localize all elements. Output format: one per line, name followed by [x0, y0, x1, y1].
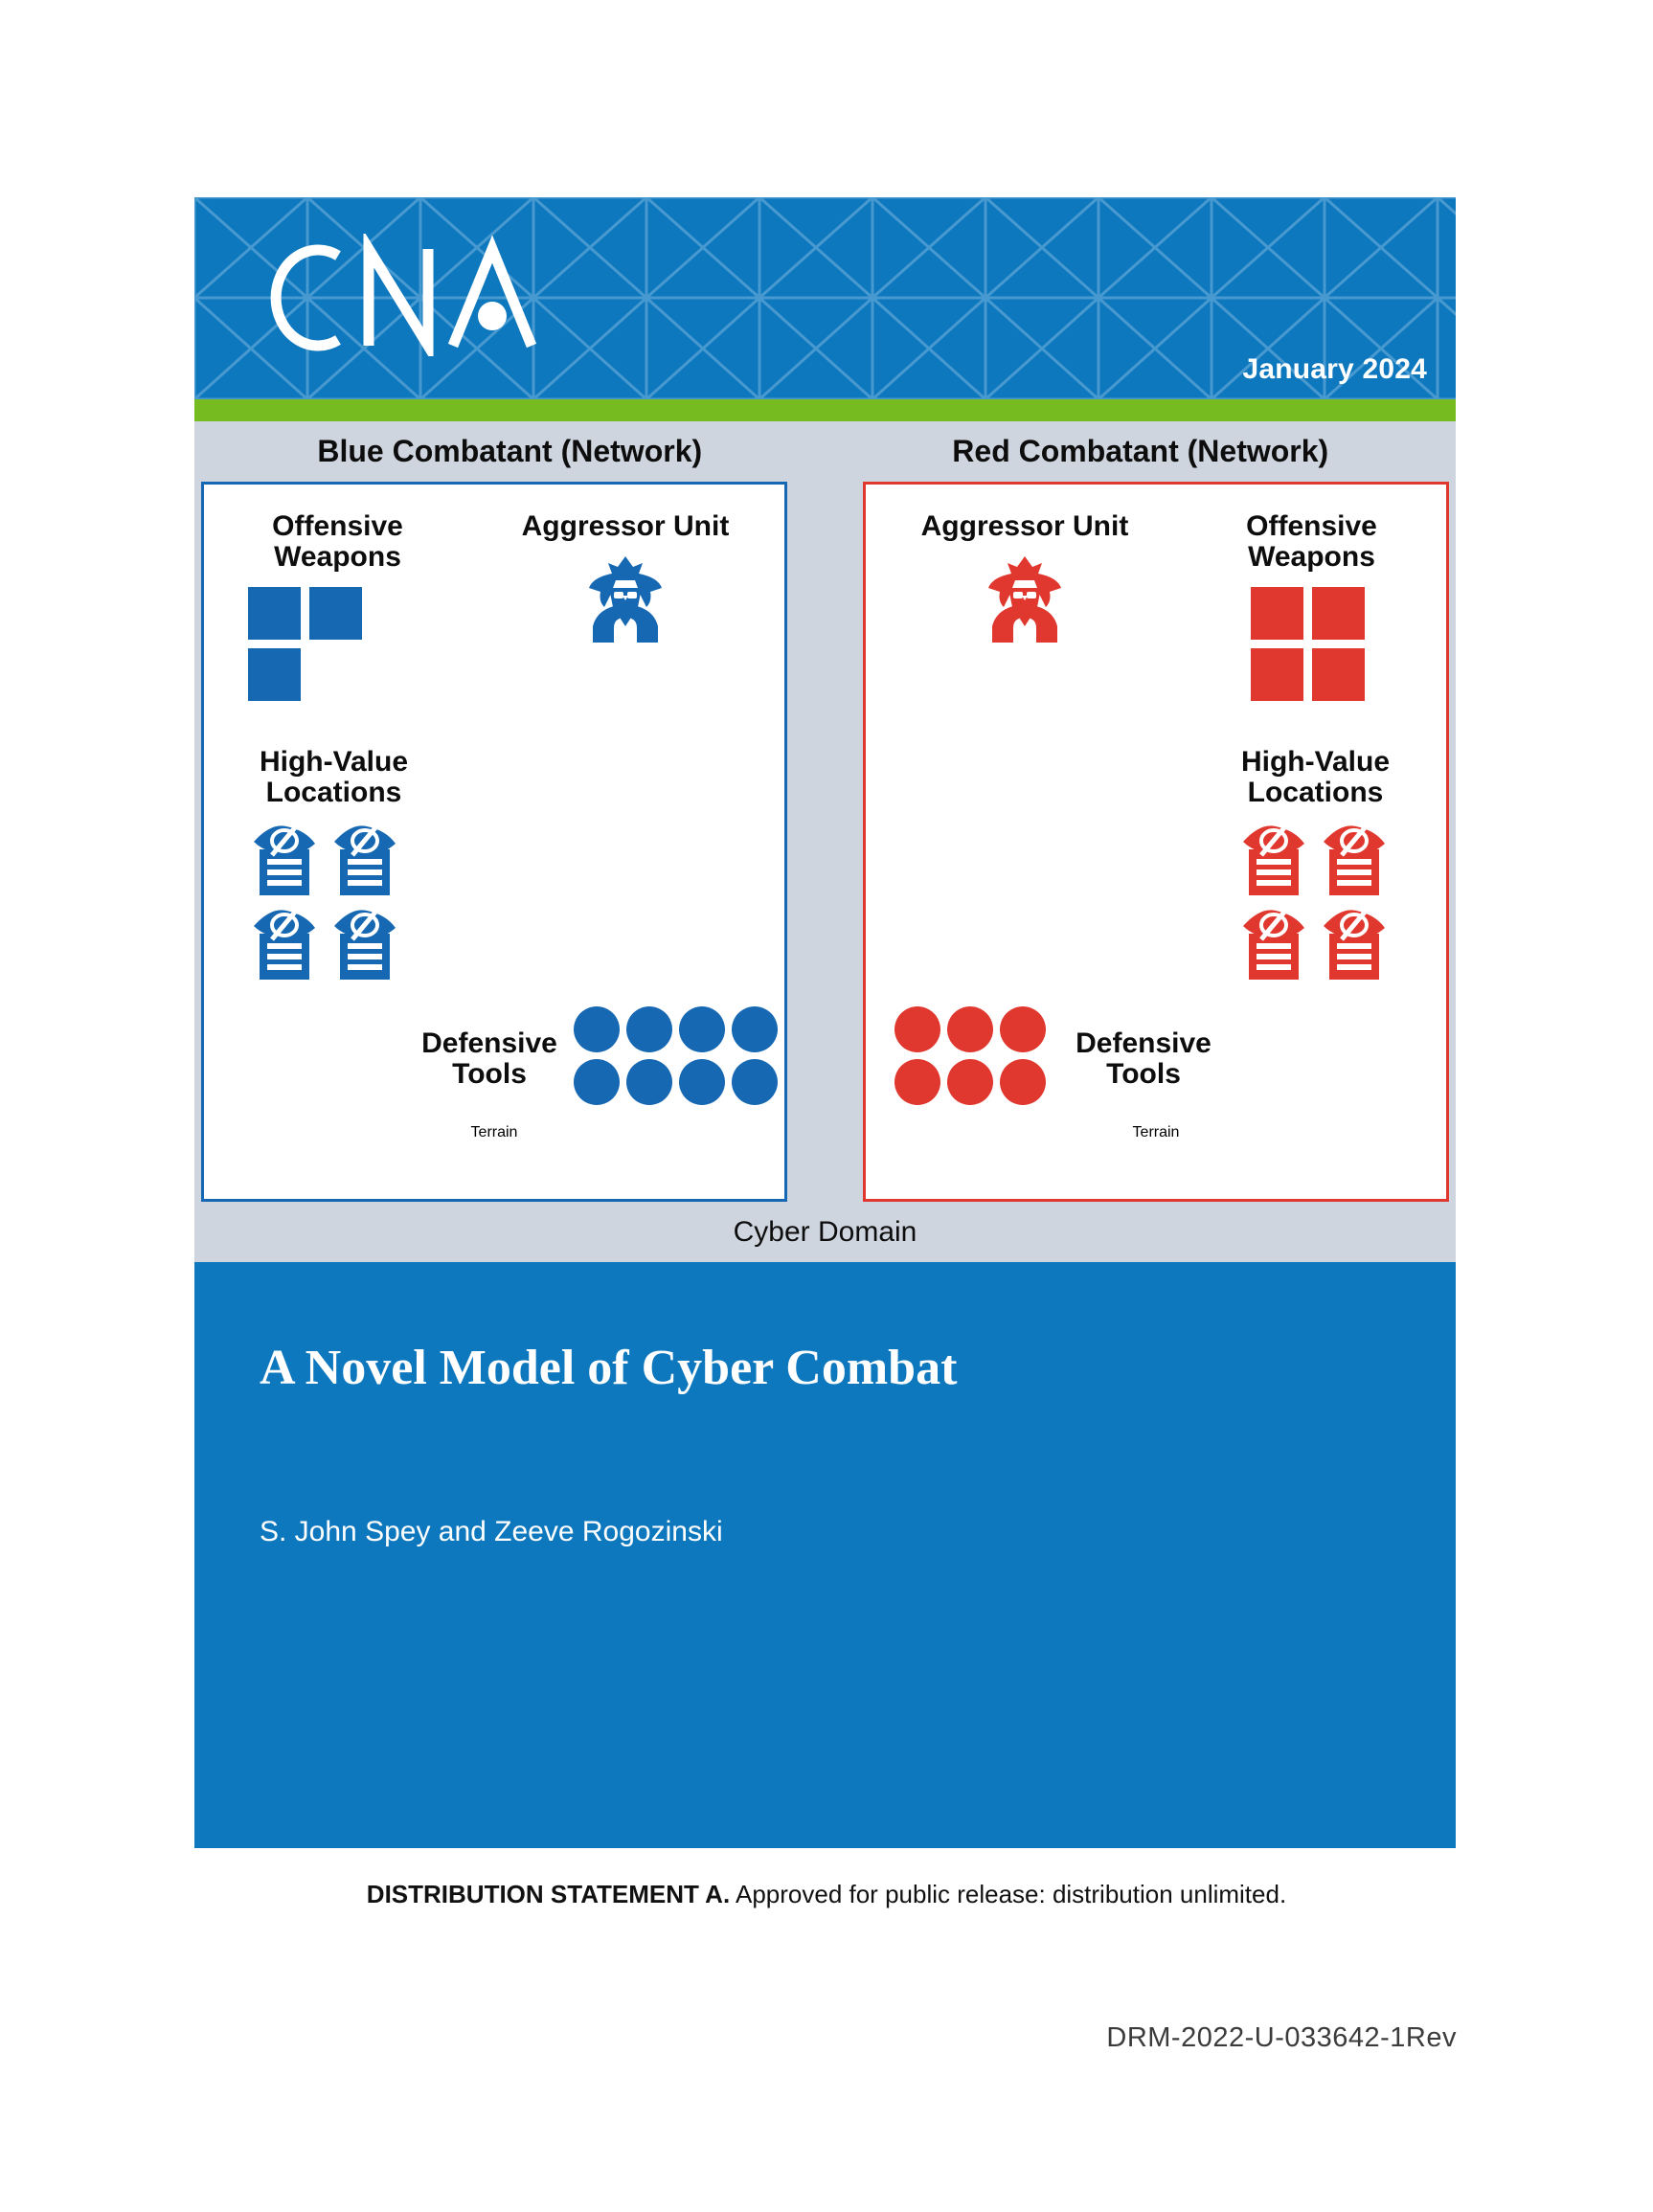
blue-high-value-locations-label: High-Value Locations: [259, 746, 409, 809]
red-high-value-locations-label: High-Value Locations: [1240, 746, 1391, 809]
hidden-document-icon: [327, 821, 407, 905]
circle-token: [574, 1006, 620, 1052]
green-divider-rule: [194, 399, 1456, 421]
red-offensive-weapons-tokens: [1250, 586, 1373, 710]
blue-combatant-panel: Offensive Weapons Aggressor Unit: [201, 482, 787, 1202]
red-aggressor-unit-label: Aggressor Unit: [920, 510, 1129, 542]
square-token: [309, 586, 362, 640]
red-aggressor-unit-group: Aggressor Unit: [891, 510, 1159, 652]
cyber-domain-label: Cyber Domain: [733, 1215, 917, 1248]
blue-defensive-tools-label: Defensive Tools: [421, 1027, 557, 1090]
circle-token: [1000, 1006, 1046, 1052]
red-high-value-locations-group: High-Value Locations: [1212, 746, 1418, 989]
authors-line: S. John Spey and Zeeve Rogozinski: [260, 1516, 723, 1547]
circle-token: [679, 1059, 725, 1105]
publication-date: January 2024: [1242, 353, 1427, 385]
circle-token: [626, 1059, 672, 1105]
blue-panel-title: Blue Combatant (Network): [317, 434, 703, 468]
blue-terrain-label: Terrain: [470, 1124, 518, 1140]
cna-logo-dot: [478, 302, 507, 330]
blue-aggressor-unit-label: Aggressor Unit: [521, 510, 730, 542]
circle-token: [732, 1059, 778, 1105]
square-token: [1311, 647, 1365, 701]
hidden-document-icon: [1235, 821, 1316, 905]
hidden-document-icon: [327, 905, 407, 989]
header-banner: January 2024: [194, 197, 1456, 399]
square-token: [1250, 586, 1303, 640]
hidden-document-icon: [1316, 821, 1396, 905]
distribution-statement-label: DISTRIBUTION STATEMENT A.: [366, 1880, 731, 1908]
hidden-document-icon: [1316, 905, 1396, 989]
spy-agent-icon: [589, 556, 662, 643]
blue-aggressor-unit-group: Aggressor Unit: [491, 510, 759, 652]
circle-token: [679, 1006, 725, 1052]
hidden-document-icon: [246, 821, 327, 905]
circle-token: [732, 1006, 778, 1052]
circle-token: [947, 1059, 993, 1105]
red-high-value-locations-tokens: [1235, 821, 1396, 989]
circle-token: [947, 1006, 993, 1052]
red-combatant-panel: Aggressor Unit: [863, 482, 1449, 1202]
square-token: [248, 586, 301, 640]
blue-offensive-weapons-tokens: [248, 586, 371, 710]
distribution-statement-text: Approved for public release: distributio…: [730, 1880, 1287, 1908]
hidden-document-icon: [246, 905, 327, 989]
circle-token: [626, 1006, 672, 1052]
blue-offensive-weapons-label: Offensive Weapons: [272, 510, 403, 574]
circle-token: [574, 1059, 620, 1105]
red-offensive-weapons-label: Offensive Weapons: [1246, 510, 1377, 574]
red-defensive-tools-label: Defensive Tools: [1076, 1027, 1211, 1090]
red-offensive-weapons-group: Offensive Weapons: [1209, 510, 1415, 710]
circle-token: [894, 1059, 940, 1105]
blue-defensive-tools-tokens: [574, 1006, 784, 1112]
square-token: [248, 647, 301, 701]
distribution-statement: DISTRIBUTION STATEMENT A. Approved for p…: [0, 1880, 1653, 1909]
combat-panels-row: Offensive Weapons Aggressor Unit: [194, 482, 1456, 1202]
blue-defensive-tools-group: Defensive Tools: [417, 1006, 784, 1112]
title-block: A Novel Model of Cyber Combat S. John Sp…: [194, 1262, 1456, 1848]
red-defensive-tools-group: Defensive Tools: [894, 1006, 1216, 1112]
square-token: [1311, 586, 1365, 640]
circle-token: [1000, 1059, 1046, 1105]
blue-high-value-locations-group: High-Value Locations: [231, 746, 437, 989]
page-title: A Novel Model of Cyber Combat: [260, 1341, 958, 1395]
document-number: DRM-2022-U-033642-1Rev: [1106, 2022, 1457, 2053]
blue-offensive-weapons-group: Offensive Weapons: [235, 510, 441, 710]
panel-titles-row: Blue Combatant (Network) Red Combatant (…: [194, 421, 1456, 482]
spy-agent-icon: [988, 556, 1061, 643]
cyber-combat-diagram: Blue Combatant (Network) Red Combatant (…: [194, 421, 1456, 1262]
hidden-document-icon: [1235, 905, 1316, 989]
red-defensive-tools-tokens: [894, 1006, 1059, 1112]
cna-logo-icon: [270, 230, 537, 365]
square-token: [1250, 647, 1303, 701]
red-panel-title: Red Combatant (Network): [952, 434, 1329, 468]
cna-logo: [250, 230, 547, 365]
blue-high-value-locations-tokens: [246, 821, 407, 989]
red-terrain-label: Terrain: [1132, 1124, 1180, 1140]
circle-token: [894, 1006, 940, 1052]
